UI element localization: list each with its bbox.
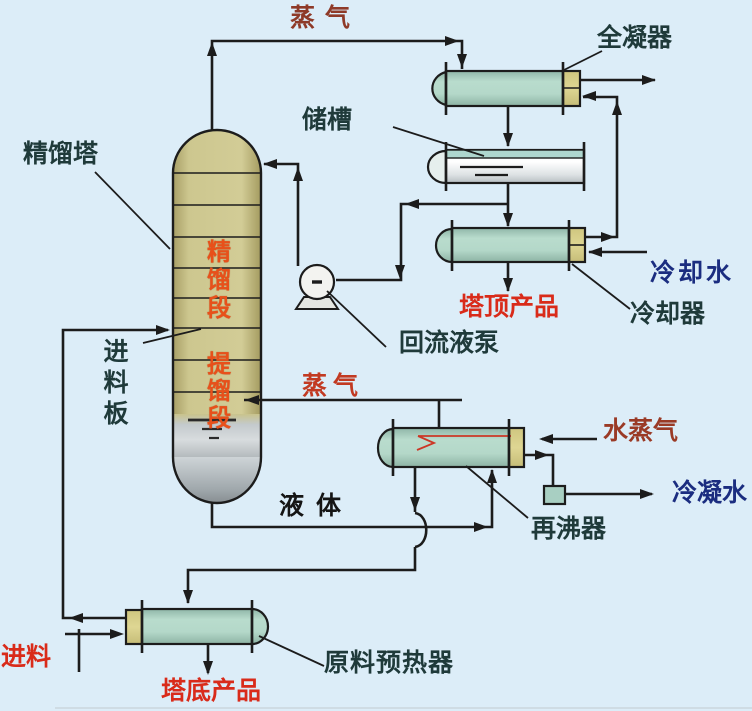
pointer-feed-plate (142, 328, 202, 344)
arrow-down-icon (395, 265, 405, 279)
arrow-left-icon (588, 247, 602, 257)
steam-trap-symbol (542, 484, 567, 506)
pipes (61, 39, 655, 673)
label-top-product: 塔顶产品 (459, 292, 560, 321)
label-storage-tank: 储槽 (302, 105, 353, 134)
arrow-left-icon (69, 613, 83, 623)
reboiler-left-head (376, 427, 395, 469)
pipe-preheater-to-feedplate (61, 328, 168, 620)
arrow-down-icon (410, 497, 420, 511)
pointer-preheater (258, 635, 325, 667)
label-rectifying-section: 精馏段 (207, 238, 231, 322)
arrow-left-icon (539, 434, 553, 444)
label-steam: 水蒸气 (603, 416, 679, 445)
label-stripping-section: 提馏段 (207, 350, 231, 432)
arrow-left-icon (405, 199, 419, 209)
reflux-pump-symbol (294, 263, 340, 310)
reboiler-tubesheets (391, 419, 511, 476)
label-vapor-mid: 蒸气 (302, 371, 365, 400)
pipe-reboiler-vapor (244, 398, 462, 428)
label-feed-plate: 进料板 (103, 337, 129, 428)
label-total-condenser: 全凝器 (597, 23, 673, 52)
cooler-left-head (434, 227, 454, 264)
arrow-up-icon (612, 101, 622, 115)
pipe-coolant-riser (583, 95, 619, 239)
label-condensate-water: 冷凝水 (672, 478, 748, 507)
pointer-reflux-pump (326, 290, 387, 348)
arrow-right-icon (110, 629, 124, 639)
column-trays (173, 172, 261, 393)
reboiler-tube-bundle (416, 435, 511, 451)
total-condenser-vessel (431, 62, 582, 115)
pipe-feed-inlet (65, 629, 118, 672)
flow-arrowheads (69, 36, 656, 675)
arrow-right-icon (535, 450, 549, 460)
label-cooler: 冷却器 (630, 299, 706, 328)
label-column: 精馏塔 (23, 139, 99, 168)
pointer-lines (94, 50, 631, 667)
arrow-right-icon (642, 75, 656, 85)
arrow-left-icon (263, 159, 277, 169)
storage-tank-vessel (426, 142, 586, 191)
arrow-down-icon (503, 213, 513, 227)
arrow-right-icon (474, 522, 488, 532)
arrow-up-icon (487, 469, 497, 483)
arrow-right-icon (640, 489, 654, 499)
label-cooling-water: 冷却水 (650, 258, 735, 287)
pipe-tank-to-pump (336, 202, 508, 282)
reboiler-shell (391, 426, 511, 469)
arrow-down-icon (503, 133, 513, 147)
distillation-column (171, 128, 263, 505)
slide-bottom-border (55, 707, 752, 709)
arrow-up-icon (207, 42, 217, 56)
condenser-tubesheets (444, 62, 565, 115)
label-vapor-top: 蒸气 (290, 3, 361, 32)
arrow-left-icon (245, 395, 259, 405)
label-feed: 进料 (1, 642, 52, 671)
pipe-bottom-liquid (210, 470, 494, 529)
column-outline (171, 128, 263, 457)
label-bottom-product: 塔底产品 (161, 676, 262, 705)
reboiler-channel-head (507, 426, 526, 469)
cooler-tubesheets (450, 220, 571, 271)
pipe-condensate-out (524, 453, 652, 496)
arrow-down-icon (503, 278, 513, 292)
pointer-total-condenser (563, 50, 603, 71)
arrow-right-icon (156, 325, 170, 335)
arrow-right-icon (601, 232, 615, 242)
label-reflux-pump: 回流液泵 (399, 328, 500, 357)
condenser-left-head (431, 70, 448, 107)
arrow-left-icon (582, 91, 596, 101)
column-bottom-head (173, 457, 261, 503)
pointer-column (94, 171, 171, 250)
pointer-cooler (571, 263, 631, 310)
arrow-up-icon (293, 167, 303, 181)
pipe-reflux-return (264, 162, 300, 266)
condenser-shell (444, 69, 565, 108)
cooler-shell (450, 226, 571, 264)
column-bottom-outline (171, 456, 263, 505)
pointer-reboiler (465, 465, 529, 519)
arrow-right-icon (445, 36, 459, 46)
label-liquid: 液体 (279, 491, 354, 520)
cooler-vessel (434, 220, 587, 271)
reboiler-vessel (376, 419, 526, 476)
preheater-right-head (250, 607, 270, 646)
tank-liquid-level-marks (460, 165, 523, 177)
label-feed-preheater: 原料预热器 (324, 648, 455, 677)
arrow-down-icon (203, 661, 213, 675)
tank-left-head (426, 149, 448, 185)
column-liquid-level-marks (188, 418, 236, 440)
arrow-down-icon (457, 54, 467, 68)
feed-preheater-vessel (124, 600, 270, 653)
preheater-shell (140, 607, 254, 646)
column-shell (173, 130, 261, 424)
tank-end-ticks (444, 142, 586, 191)
pointer-storage-tank (392, 126, 485, 157)
label-reboiler: 再沸器 (531, 514, 607, 543)
arrow-down-icon (183, 590, 193, 604)
preheater-tubesheets (140, 600, 254, 653)
preheater-channel-head (124, 608, 144, 646)
